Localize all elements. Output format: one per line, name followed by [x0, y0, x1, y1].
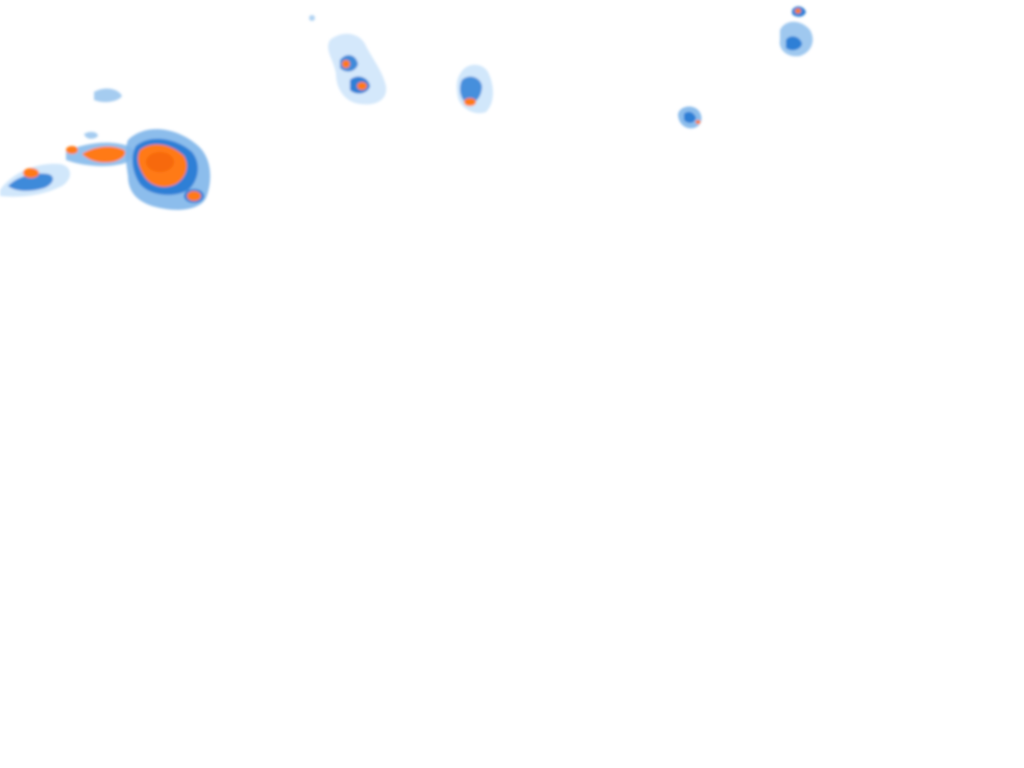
radar-cell-east-1: [678, 106, 702, 129]
radar-cell-northeast-1: [779, 6, 813, 57]
radar-cell-north-center-2: [456, 64, 493, 114]
radar-cell-north-center-1: [309, 15, 387, 105]
radar-cell-large-cluster: [0, 88, 211, 210]
